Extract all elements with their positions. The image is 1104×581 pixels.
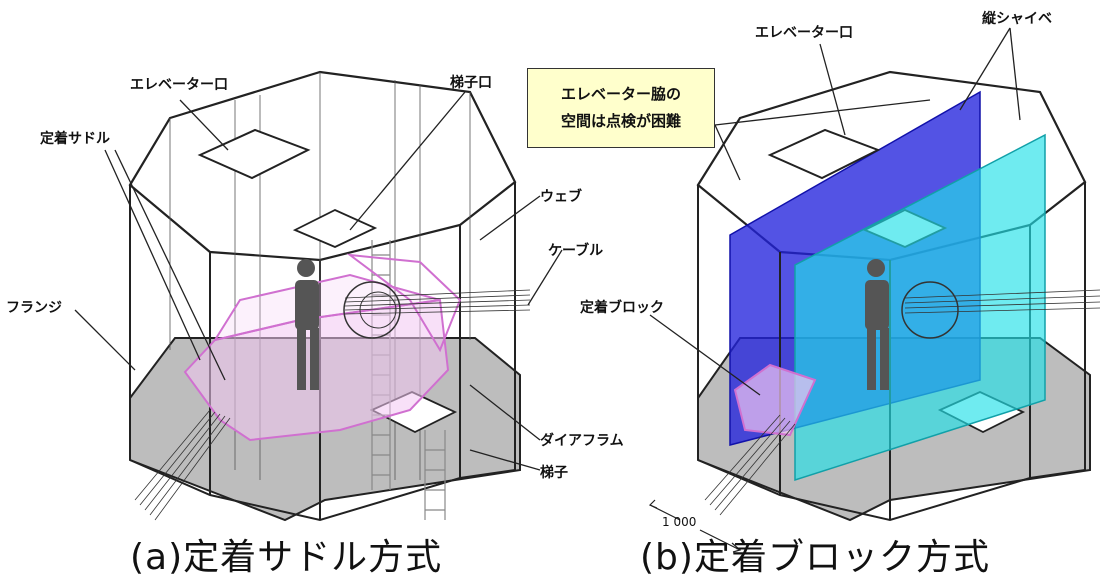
label-dimension: 1 000: [662, 515, 697, 529]
person-figure-b: [865, 259, 889, 390]
cable-anchor-ring-b: [901, 281, 959, 339]
label-ladder: 梯子: [540, 465, 568, 481]
elevator-opening: [197, 128, 311, 180]
cable-anchor-ring: [343, 281, 401, 339]
label-ladder-opening: 梯子口: [450, 75, 492, 91]
ladder-opening: [292, 209, 378, 248]
anchorage-block: [733, 363, 817, 437]
label-web: ウェブ: [540, 189, 582, 205]
label-flange: フランジ: [6, 300, 62, 316]
diagram-a: [128, 70, 531, 522]
callout-line-1: エレベーター脇の: [560, 85, 681, 103]
caption-b: (b)定着ブロック方式: [640, 537, 990, 578]
label-anchorage-block: 定着ブロック: [580, 300, 664, 316]
person-figure: [295, 259, 319, 390]
dimension-marker: [648, 499, 742, 553]
caption-a: (a)定着サドル方式: [130, 537, 443, 578]
callout-line-2: 空間は点検が困難: [560, 112, 681, 130]
label-diaphragm: ダイアフラム: [540, 433, 624, 449]
label-elevator-a: エレベーター口: [130, 77, 228, 93]
label-vertical-plates: 縦シャイベ: [982, 11, 1052, 27]
callout-box: エレベーター脇の 空間は点検が困難: [527, 68, 715, 148]
diagram-b: [648, 70, 1101, 553]
label-cable: ケーブル: [548, 243, 604, 259]
leader-lines: [74, 27, 1021, 471]
label-saddle: 定着サドル: [40, 131, 110, 147]
cable-bundle: [134, 289, 531, 521]
cable-bundle-b: [704, 289, 1101, 516]
box-bottom-edge: [129, 459, 516, 522]
box-top-inner-b: [739, 71, 1041, 119]
box-bottom-edge-b: [697, 459, 1086, 522]
elevator-opening-b: [767, 128, 881, 180]
cable-anchor-ring-inner: [359, 291, 397, 329]
label-elevator-b: エレベーター口: [755, 25, 853, 41]
